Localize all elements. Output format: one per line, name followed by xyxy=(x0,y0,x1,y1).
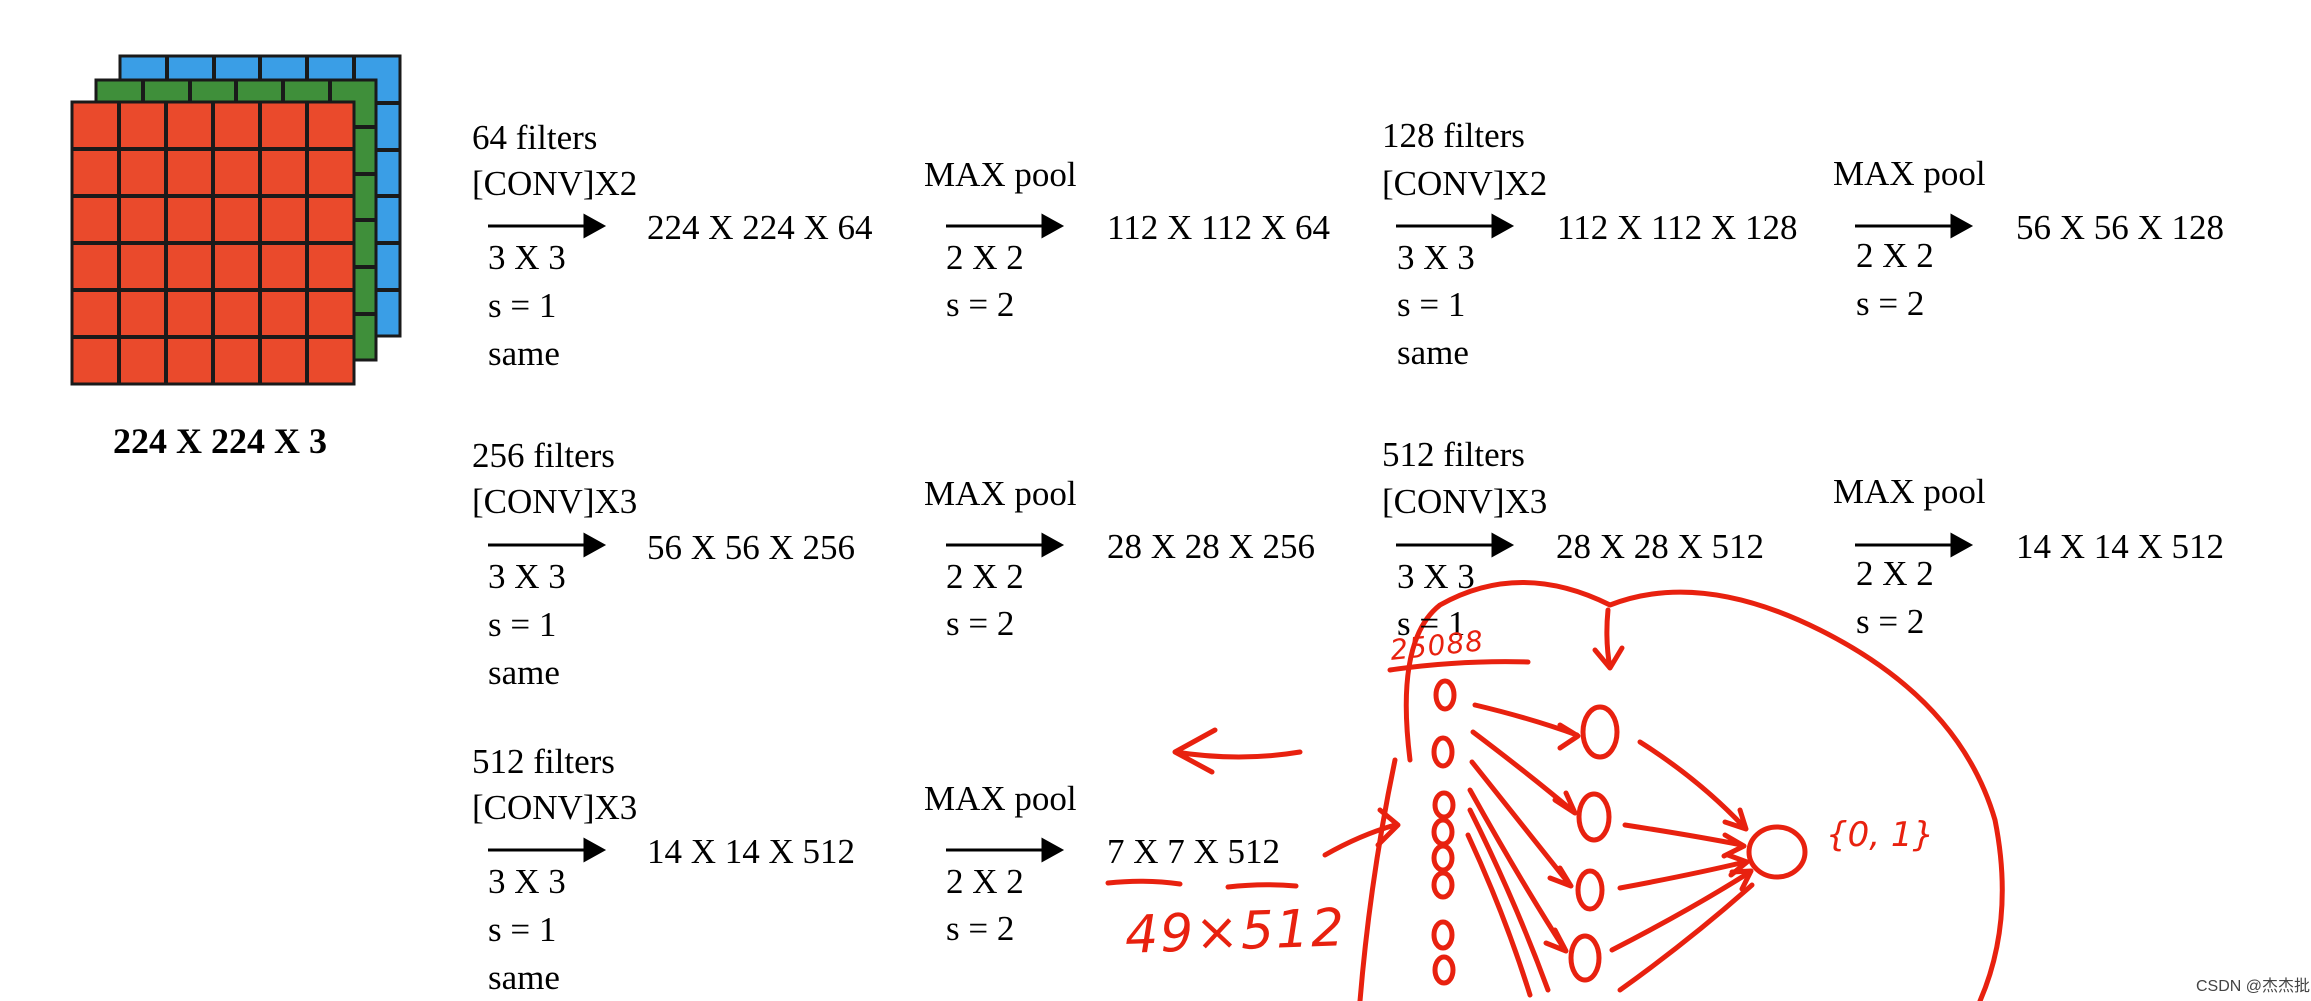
flattened-size-annotation: 49×512 xyxy=(1124,898,1347,966)
filters-label: 512 filters xyxy=(472,742,615,781)
output-shape-label: 112 X 112 X 64 xyxy=(1107,208,1330,247)
kernel-size-label: 2 X 2 xyxy=(946,238,1024,277)
stride-label: s = 1 xyxy=(1397,285,1466,324)
underline-7x7x512-b xyxy=(1225,882,1299,890)
arrow-r1-conv2 xyxy=(1396,213,1515,239)
arrow-into-network xyxy=(1322,807,1401,858)
kernel-size-label: 3 X 3 xyxy=(1397,557,1475,596)
pool-label: MAX pool xyxy=(1833,472,1986,511)
pool-label: MAX pool xyxy=(1833,154,1986,193)
arrow-r1-pool1 xyxy=(946,213,1065,239)
top-down-arrow xyxy=(1592,607,1625,671)
stride-label: s = 2 xyxy=(1856,602,1925,641)
kernel-size-label: 2 X 2 xyxy=(1856,554,1934,593)
kernel-size-label: 3 X 3 xyxy=(1397,238,1475,277)
input-volume xyxy=(70,54,402,386)
connections xyxy=(1465,702,1755,998)
arrow-r1-conv1 xyxy=(488,213,607,239)
output-shape-label: 28 X 28 X 512 xyxy=(1556,527,1765,566)
stride-label: s = 1 xyxy=(488,286,557,325)
conv-repeat-label: [CONV]X2 xyxy=(1382,164,1548,203)
conv-repeat-label: [CONV]X3 xyxy=(472,788,638,827)
arrow-r2-pool1 xyxy=(946,532,1065,558)
stride-label: s = 2 xyxy=(1856,284,1925,323)
pool-label: MAX pool xyxy=(924,474,1077,513)
handwritten-annotations xyxy=(1105,580,2005,1001)
filters-label: 256 filters xyxy=(472,436,615,475)
pool-label: MAX pool xyxy=(924,155,1077,194)
arrow-r2-conv1 xyxy=(488,532,607,558)
network-enclosure xyxy=(1357,580,2005,1001)
stride-label: s = 1 xyxy=(488,910,557,949)
padding-label: same xyxy=(1397,333,1469,372)
kernel-size-label: 3 X 3 xyxy=(488,557,566,596)
arrow-r2-pool2 xyxy=(1855,532,1974,558)
output-shape-label: 56 X 56 X 128 xyxy=(2016,208,2225,247)
output-shape-label: 224 X 224 X 64 xyxy=(647,208,873,247)
padding-label: same xyxy=(488,958,560,997)
input-neurons xyxy=(1431,678,1457,986)
stride-label: s = 1 xyxy=(488,605,557,644)
kernel-size-label: 2 X 2 xyxy=(946,862,1024,901)
conv-repeat-label: [CONV]X3 xyxy=(1382,482,1548,521)
filters-label: 128 filters xyxy=(1382,116,1525,155)
arrow-r2-conv2 xyxy=(1396,532,1515,558)
kernel-size-label: 3 X 3 xyxy=(488,238,566,277)
arrows xyxy=(488,213,1974,863)
left-arrow-mark xyxy=(1172,727,1303,775)
output-shape-label: 28 X 28 X 256 xyxy=(1107,527,1316,566)
output-neuron xyxy=(1746,824,1808,880)
watermark: CSDN @杰杰批 xyxy=(2196,978,2311,995)
neuron-count-underline xyxy=(1387,659,1531,673)
padding-label: same xyxy=(488,653,560,692)
arrow-r1-pool2 xyxy=(1855,213,1974,239)
output-shape-label: 14 X 14 X 512 xyxy=(2016,527,2225,566)
conv-repeat-label: [CONV]X2 xyxy=(472,164,638,203)
input-size-label: 224 X 224 X 3 xyxy=(113,421,327,461)
kernel-size-label: 3 X 3 xyxy=(488,862,566,901)
filters-label: 64 filters xyxy=(472,118,598,157)
kernel-size-label: 2 X 2 xyxy=(1856,236,1934,275)
kernel-size-label: 2 X 2 xyxy=(946,557,1024,596)
underline-7x7x512-a xyxy=(1105,878,1183,887)
output-shape-label: 14 X 14 X 512 xyxy=(647,832,856,871)
padding-label: same xyxy=(488,334,560,373)
stride-label: s = 1 xyxy=(1397,604,1466,643)
stride-label: s = 2 xyxy=(946,909,1015,948)
input-grid-lines xyxy=(72,56,400,384)
filters-label: 512 filters xyxy=(1382,435,1525,474)
conv-repeat-label: [CONV]X3 xyxy=(472,482,638,521)
stride-label: s = 2 xyxy=(946,285,1015,324)
output-shape-label: 112 X 112 X 128 xyxy=(1557,208,1798,247)
output-shape-label: 56 X 56 X 256 xyxy=(647,528,856,567)
arrow-r3-conv1 xyxy=(488,837,607,863)
output-shape-label: 7 X 7 X 512 xyxy=(1107,832,1281,871)
pool-label: MAX pool xyxy=(924,779,1077,818)
arrow-r3-pool1 xyxy=(946,837,1065,863)
hidden-neurons xyxy=(1568,704,1620,983)
stride-label: s = 2 xyxy=(946,604,1015,643)
output-classes-annotation: {0, 1} xyxy=(1826,815,1935,855)
